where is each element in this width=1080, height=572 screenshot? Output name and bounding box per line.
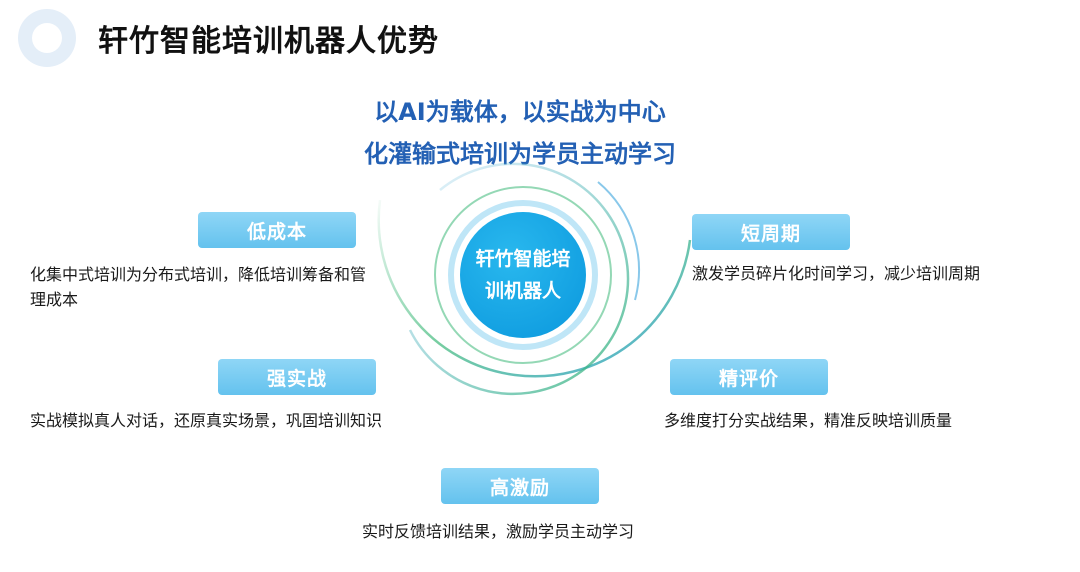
middle-ring-right bbox=[597, 181, 640, 301]
desc-low-cost: 化集中式培训为分布式培训，降低培训筹备和管理成本 bbox=[30, 265, 367, 309]
subtitle-line-1: 以AI为载体，以实战为中心 bbox=[374, 98, 666, 126]
title-decoration-icon bbox=[18, 9, 76, 67]
inner-ring bbox=[434, 186, 612, 364]
middle-ring bbox=[408, 162, 630, 396]
outer-ring bbox=[377, 199, 692, 378]
halo-ring bbox=[448, 200, 598, 350]
desc-precise-eval: 多维度打分实战结果，精准反映培训质量 bbox=[664, 411, 953, 430]
label-short-cycle: 短周期 bbox=[692, 214, 850, 250]
center-circle: 轩竹智能培训机器人 bbox=[460, 212, 586, 338]
center-label: 轩竹智能培训机器人 bbox=[475, 248, 571, 302]
page-title: 轩竹智能培训机器人优势 bbox=[98, 24, 439, 59]
desc-short-cycle: 激发学员碎片化时间学习，减少培训周期 bbox=[692, 264, 981, 283]
label-practical: 强实战 bbox=[218, 359, 376, 395]
desc-high-incentive: 实时反馈培训结果，激励学员主动学习 bbox=[362, 522, 635, 541]
label-precise-eval: 精评价 bbox=[670, 359, 828, 395]
label-low-cost: 低成本 bbox=[198, 212, 356, 248]
label-high-incentive: 高激励 bbox=[441, 468, 599, 504]
desc-practical: 实战模拟真人对话，还原真实场景，巩固培训知识 bbox=[30, 411, 383, 430]
